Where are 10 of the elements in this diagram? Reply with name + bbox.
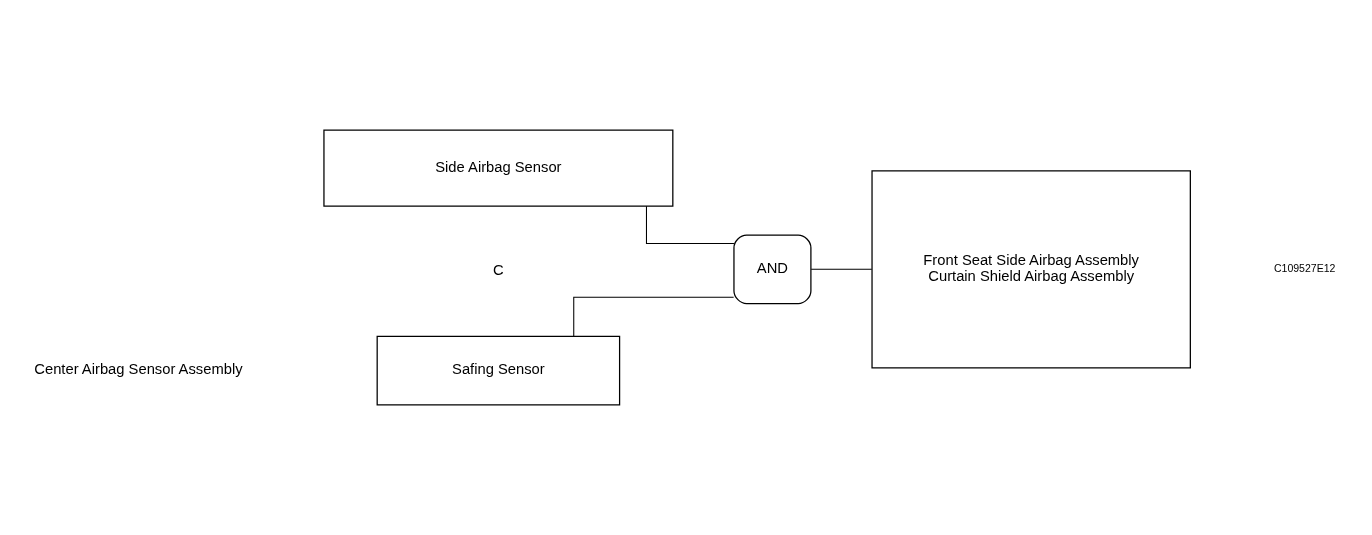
connector: [645, 205, 735, 245]
label: Center Airbag Sensor Assembly: [34, 361, 243, 378]
node-box: Safing Sensor: [376, 335, 621, 406]
node-box: Front Seat Side Airbag Assembly Curtain Shield Airbag Assembly: [871, 170, 1191, 369]
connector: [573, 296, 735, 337]
node-box: AND: [733, 234, 812, 305]
connector: [810, 268, 873, 270]
node-box: Side Airbag Sensor: [323, 129, 674, 207]
label: C109527E12: [1273, 261, 1336, 274]
label: C: [493, 262, 504, 279]
